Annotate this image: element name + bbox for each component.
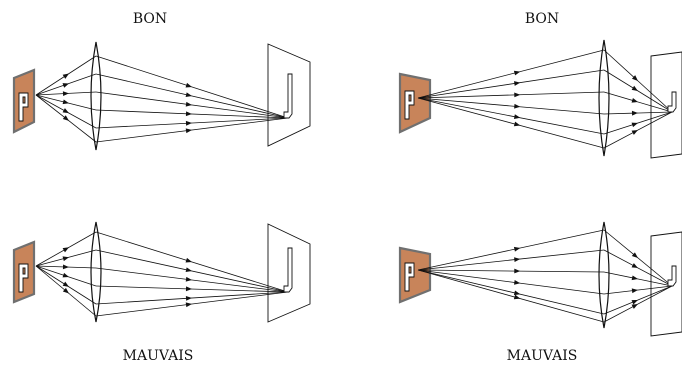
ray-arrowhead xyxy=(513,246,521,252)
incident-ray xyxy=(417,269,605,323)
ray-arrowhead xyxy=(514,268,521,274)
projected-image-icon xyxy=(667,91,677,113)
incident-ray xyxy=(417,269,605,315)
ray-arrowhead xyxy=(62,264,69,270)
ray-arrowhead xyxy=(514,81,521,86)
object-letter-icon xyxy=(404,90,415,120)
ray-arrowhead xyxy=(185,295,192,301)
ray-arrowhead xyxy=(631,98,638,103)
ray-arrowhead xyxy=(185,120,192,126)
projected-image-icon xyxy=(667,265,677,287)
ray-arrowhead xyxy=(513,290,521,296)
optics-panel-2 xyxy=(12,221,311,323)
image-screen xyxy=(650,51,682,159)
converging-lens xyxy=(598,39,610,157)
ray-arrowhead xyxy=(185,286,192,292)
incident-ray xyxy=(417,97,605,115)
ray-arrowhead xyxy=(514,92,521,98)
converging-lens xyxy=(90,221,102,323)
incident-ray xyxy=(417,91,605,99)
ray-arrowhead xyxy=(62,91,69,97)
ray-arrowhead xyxy=(631,252,638,258)
panel-label-bottom-left: MAUVAIS xyxy=(122,348,194,364)
ray-arrowhead xyxy=(631,85,638,91)
image-screen xyxy=(650,231,682,337)
ray-arrowhead xyxy=(62,287,69,294)
ray-arrowhead xyxy=(185,101,192,107)
ray-arrowhead xyxy=(185,267,192,273)
ray-arrowhead xyxy=(62,281,69,287)
ray-arrowhead xyxy=(514,280,521,285)
object-slide xyxy=(12,68,36,134)
ray-arrowhead xyxy=(631,304,638,309)
ray-arrowhead xyxy=(513,114,521,120)
ray-arrowhead xyxy=(631,110,638,116)
object-letter-icon xyxy=(18,263,29,293)
object-slide xyxy=(398,246,432,304)
projected-image-icon xyxy=(283,247,293,293)
ray-arrowhead xyxy=(62,108,69,114)
ray-arrowhead xyxy=(62,256,69,262)
panel-label-bottom-right: MAUVAIS xyxy=(506,348,578,364)
incident-ray xyxy=(417,269,605,295)
object-letter-icon xyxy=(18,92,29,122)
ray-arrowhead xyxy=(631,263,638,268)
ray-arrowhead xyxy=(62,272,69,278)
incident-ray xyxy=(417,49,605,99)
ray-arrowhead xyxy=(62,99,69,105)
optics-panel-1 xyxy=(398,39,682,159)
ray-arrowhead xyxy=(631,122,638,128)
ray-arrowhead xyxy=(514,103,521,109)
ray-arrowhead xyxy=(631,275,638,281)
ray-arrowhead xyxy=(185,82,192,88)
converging-lens xyxy=(598,221,610,329)
object-letter-icon xyxy=(404,262,415,292)
incident-ray xyxy=(417,97,605,135)
ray-arrowhead xyxy=(185,128,192,134)
ray-arrowhead xyxy=(62,247,69,253)
ray-arrowhead xyxy=(185,92,192,97)
panel-label-top-left: BON xyxy=(132,11,168,27)
ray-arrowhead xyxy=(185,111,192,117)
ray-arrowhead xyxy=(185,276,192,282)
ray-arrowhead xyxy=(513,70,521,76)
optics-panel-0 xyxy=(12,41,311,151)
ray-arrowhead xyxy=(513,121,521,127)
incident-ray xyxy=(417,69,605,99)
ray-arrowhead xyxy=(631,130,638,135)
ray-arrowhead xyxy=(631,75,638,81)
incident-ray xyxy=(417,229,605,271)
incident-ray xyxy=(417,269,605,273)
object-slide xyxy=(12,240,36,304)
ray-arrowhead xyxy=(513,294,521,300)
optics-panel-3 xyxy=(398,221,682,337)
ray-arrowhead xyxy=(185,302,192,308)
incident-ray xyxy=(417,249,605,271)
panel-label-top-right: BON xyxy=(524,11,560,27)
object-slide xyxy=(398,72,432,134)
ray-arrowhead xyxy=(62,73,69,79)
incident-ray xyxy=(417,97,605,149)
ray-arrowhead xyxy=(62,115,69,121)
ray-arrowhead xyxy=(514,257,521,263)
converging-lens xyxy=(90,41,102,151)
ray-arrowhead xyxy=(185,257,192,263)
ray-arrowhead xyxy=(631,300,638,305)
projected-image-icon xyxy=(283,73,293,119)
ray-arrowhead xyxy=(631,288,638,294)
ray-arrowhead xyxy=(62,83,69,88)
